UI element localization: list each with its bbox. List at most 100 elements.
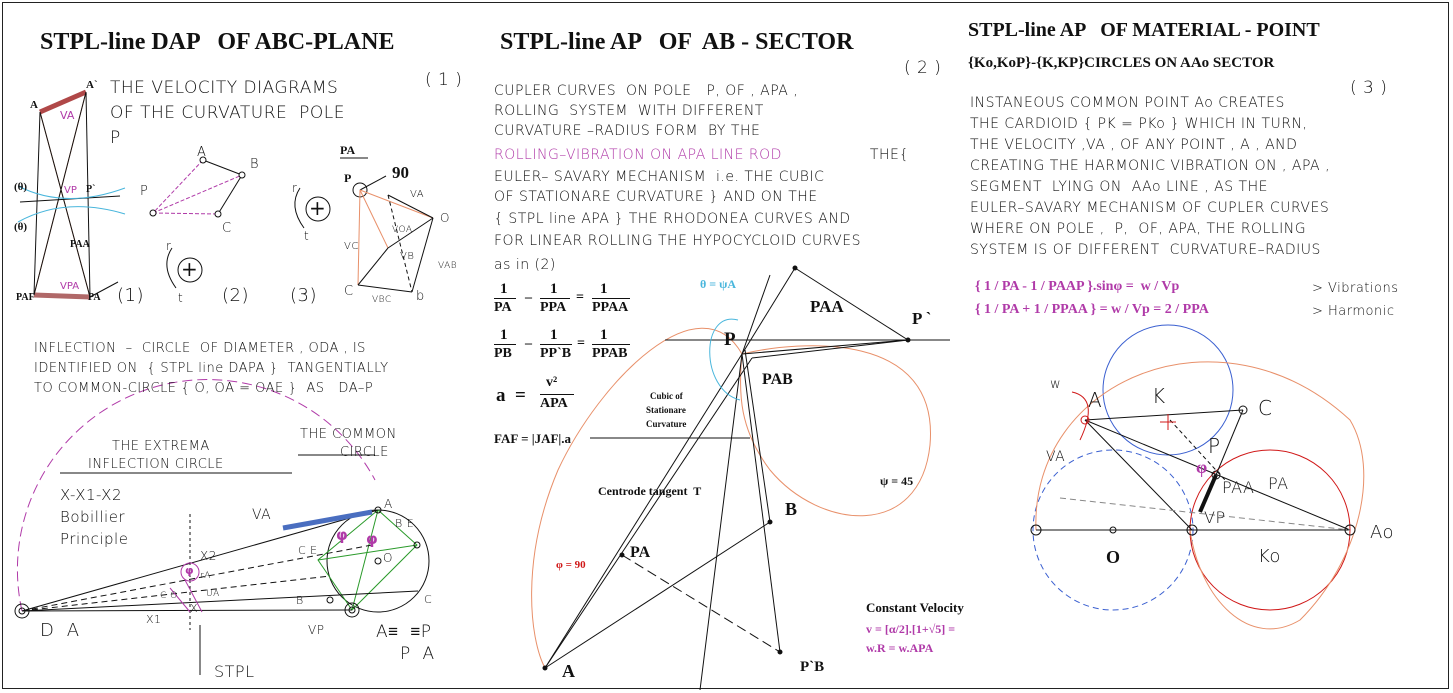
eq2-den-1: PB xyxy=(494,346,512,361)
label-PA-bar: PA xyxy=(340,143,356,157)
panel1-body-line-1: INFLECTION – CIRCLE OF DIAMETER , ODA , … xyxy=(34,341,366,356)
p3-label-VP: VP xyxy=(1204,508,1226,527)
lower-label-C: C xyxy=(424,593,433,606)
label-P-2: P xyxy=(724,329,736,350)
eq1-bar-1 xyxy=(494,298,516,299)
eq1-equals: = xyxy=(576,290,584,305)
label-A-prime: A` xyxy=(86,79,98,91)
panel1-upper-geometry xyxy=(17,89,434,300)
label-PAA-2: PAA xyxy=(810,297,844,316)
label-PpB: P`B xyxy=(800,659,825,675)
panel2-text-line-4: EULER– SAVARY MECHANISM i.e. THE CUBIC xyxy=(494,169,825,185)
panel3-number: ( 3 ) xyxy=(1350,78,1388,98)
eq2-num-3: 1 xyxy=(600,327,608,343)
const-line-3: w.R = w.APA xyxy=(866,641,934,655)
panel2-text-line-1: CUPLER CURVES ON POLE P, OF , APA , xyxy=(494,83,799,99)
lower-label-VP: VP xyxy=(308,623,325,637)
lower-label-STPL: STPL xyxy=(214,662,255,681)
eq2-bar-3 xyxy=(592,344,630,345)
eq1-num-1: 1 xyxy=(500,281,508,297)
eq1-den-3: PPAA xyxy=(592,300,629,315)
label-VC: VC xyxy=(344,241,359,252)
tri-label-A: A xyxy=(197,145,207,160)
lower-label-A-equiv-P: A≡ ≡P xyxy=(376,622,432,642)
eq3-num: v² xyxy=(546,375,558,390)
label-PAF: PAF xyxy=(16,292,35,303)
label-90: 90 xyxy=(392,163,409,182)
panel3-geometry xyxy=(1030,324,1365,630)
cubic-line-1: Cubic of xyxy=(650,391,683,401)
lower-label-CO: C O xyxy=(160,591,178,601)
lower-label-phi-1: φ xyxy=(336,526,348,544)
label-PAB: PAB xyxy=(762,371,793,388)
tri-label-C: C xyxy=(222,221,232,236)
plus-1: + xyxy=(181,257,198,281)
lower-label-rA: rA xyxy=(200,571,211,581)
plus-2: + xyxy=(309,196,326,220)
label-theta-2: (θ) xyxy=(14,221,28,233)
eq2-bar-2 xyxy=(540,344,572,345)
note-vibrations: > Vibrations xyxy=(1312,281,1399,296)
p3-label-P: P xyxy=(1208,434,1221,458)
p3-label-Ko: Ko xyxy=(1258,546,1281,567)
lower-label-PA: P A xyxy=(400,644,435,664)
eq2-num-1: 1 xyxy=(500,327,508,343)
lower-label-A: A xyxy=(384,497,393,511)
eq2-num-2: 1 xyxy=(550,327,558,343)
p3-label-A: A xyxy=(1088,388,1103,412)
label-P-prime: P` xyxy=(86,184,96,195)
panel3-body-line-6: EULER–SAVARY MECHANISM OF CUPLER CURVES xyxy=(970,200,1330,216)
eq1-num-2: 1 xyxy=(550,281,558,297)
label-VA: VA xyxy=(60,109,75,122)
label-VOA: VOA xyxy=(392,225,413,235)
panel1-heading-line-3: P xyxy=(110,128,121,148)
p3-label-VA: VA xyxy=(1046,449,1066,465)
lower-label-UA: UA xyxy=(206,589,220,599)
panel2-geometry xyxy=(531,265,950,691)
label-psi-45: ψ = 45 xyxy=(880,474,914,488)
label-n1: (1) xyxy=(117,285,144,306)
label-VAB: VAB xyxy=(438,261,458,271)
panel3-title: STPL-line AP OF MATERIAL - POINT xyxy=(968,19,1320,41)
panel3-subtitle: {Ko,KoP}-{K,KP}CIRCLES ON AAo SECTOR xyxy=(968,55,1275,71)
tbar-1: t xyxy=(178,291,184,305)
label-VB: VB xyxy=(400,251,415,262)
panel2-text-line-8: as in (2) xyxy=(494,257,556,273)
common-line-2: CIRCLE xyxy=(340,445,389,460)
eq1-den-2: PPA xyxy=(540,300,567,315)
panel2-text-magenta: ROLLING–VIBRATION ON APA LINE ROD xyxy=(494,147,782,163)
equation-harmonic: { 1 / PA + 1 / PPAA } = w / Vp = 2 / PPA xyxy=(975,302,1209,317)
lower-label-DA: D A xyxy=(40,620,80,641)
eq2-bar-1 xyxy=(494,344,516,345)
panel2-text-line-5: OF STATIONARE CURVATURE } AND ON THE xyxy=(494,189,818,205)
lower-label-X1: X1 xyxy=(146,613,162,626)
panel1-number: ( 1 ) xyxy=(425,70,463,90)
label-P-prime-2: P ` xyxy=(912,309,932,328)
equation-vibrations: { 1 / PA - 1 / PAAP }.sinφ = w / Vp xyxy=(975,279,1180,294)
label-theta-psi: θ = ψA xyxy=(700,277,737,291)
lower-label-B: B xyxy=(296,594,304,607)
panel3-body-line-8: SYSTEM IS OF DIFFERENT CURVATURE–RADIUS xyxy=(970,242,1321,258)
eq1-num-3: 1 xyxy=(600,281,608,297)
label-O-3: O xyxy=(440,211,450,225)
eq1-bar-3 xyxy=(592,298,630,299)
eq2-minus: – xyxy=(525,336,532,351)
extrema-line-2: INFLECTION CIRCLE xyxy=(88,457,224,472)
const-line-1: Constant Velocity xyxy=(866,600,964,615)
panel1-body-line-2: IDENTIFIED ON { STPL line DAPA } TANGENT… xyxy=(34,361,389,376)
p3-label-K: K xyxy=(1152,384,1166,408)
panel2-number: ( 2 ) xyxy=(904,58,942,78)
eq3-den: APA xyxy=(540,396,568,411)
eq2-den-2: PP`B xyxy=(540,346,572,361)
eq1-bar-2 xyxy=(540,298,570,299)
panel3-body-line-4: CREATING THE HARMONIC VIBRATION ON , APA… xyxy=(970,158,1331,174)
label-n3: (3) xyxy=(290,285,317,306)
label-A-2: A xyxy=(562,661,575,681)
panel1-heading-line-2: OF THE CURVATURE POLE xyxy=(110,103,345,123)
panel3-body-line-3: THE VELOCITY ,VA , OF ANY POINT , A , AN… xyxy=(970,137,1298,153)
lower-label-O: O xyxy=(383,551,393,565)
cubic-line-3: Curvature xyxy=(646,419,687,429)
note-harmonic: > Harmonic xyxy=(1312,304,1395,319)
label-phi-90: φ = 90 xyxy=(556,559,586,571)
